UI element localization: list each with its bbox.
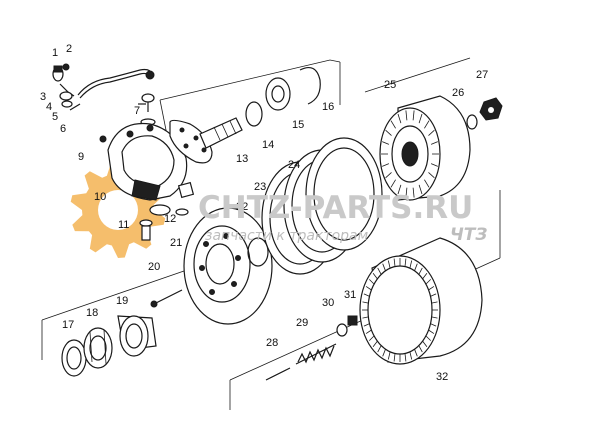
callout-30: 30 [322, 297, 334, 309]
callout-2: 2 [66, 43, 72, 55]
part-friction-discs [261, 137, 383, 275]
callout-10: 10 [94, 191, 106, 203]
part-nut-31 [347, 315, 358, 326]
watermark-tagline: запчасти к тракторам [205, 228, 369, 244]
callout-6: 6 [60, 123, 66, 135]
part-washer-15 [265, 77, 291, 111]
part-circlip-16 [299, 67, 321, 105]
callout-12: 12 [164, 213, 176, 225]
callout-7: 7 [134, 105, 140, 117]
callout-22: 22 [236, 201, 248, 213]
part-brake-bracket [99, 122, 195, 216]
callout-3: 3 [40, 91, 46, 103]
callout-16: 16 [322, 101, 334, 113]
part-snap-ring-26 [466, 114, 478, 130]
watermark-mark: ЧТЗ [450, 225, 487, 245]
callout-27: 27 [476, 69, 488, 81]
callout-24: 24 [288, 159, 300, 171]
watermark-brand: CHTZ-PARTS.RU [198, 190, 473, 226]
part-washer-30 [336, 323, 348, 337]
callout-20: 20 [148, 261, 160, 273]
part-brake-line [52, 63, 156, 126]
part-bearing-18 [83, 327, 113, 369]
part-bearing-19 [117, 315, 157, 357]
part-bolt-11 [139, 219, 153, 241]
callout-19: 19 [116, 295, 128, 307]
callout-17: 17 [62, 319, 74, 331]
callout-21: 21 [170, 237, 182, 249]
part-wheel-hub [183, 207, 273, 325]
callout-11: 11 [118, 219, 129, 231]
callout-13: 13 [236, 153, 248, 165]
callout-4: 4 [46, 101, 52, 113]
part-axle-shaft [169, 117, 243, 164]
part-clutch-drum [379, 95, 471, 201]
callout-15: 15 [292, 119, 304, 131]
part-spring-29 [295, 343, 337, 365]
part-brake-drum [359, 237, 483, 365]
part-stud-20 [150, 289, 183, 308]
callout-29: 29 [296, 317, 308, 329]
callout-26: 26 [452, 87, 464, 99]
callout-23: 23 [254, 181, 266, 193]
callout-32: 32 [436, 371, 448, 383]
callout-28: 28 [266, 337, 278, 349]
callout-1: 1 [52, 47, 58, 59]
part-nut-27 [479, 97, 503, 121]
callout-25: 25 [384, 79, 396, 91]
callout-5: 5 [52, 111, 58, 123]
callout-9: 9 [78, 151, 84, 163]
callout-31: 31 [344, 289, 356, 301]
part-bearing-17 [61, 339, 87, 377]
part-bolt-28 [265, 367, 291, 381]
watermark: CHTZ-PARTS.RU запчасти к тракторам ЧТЗ [198, 190, 487, 245]
part-snap-ring-14 [245, 101, 263, 127]
callout-18: 18 [86, 307, 98, 319]
callout-14: 14 [262, 139, 274, 151]
